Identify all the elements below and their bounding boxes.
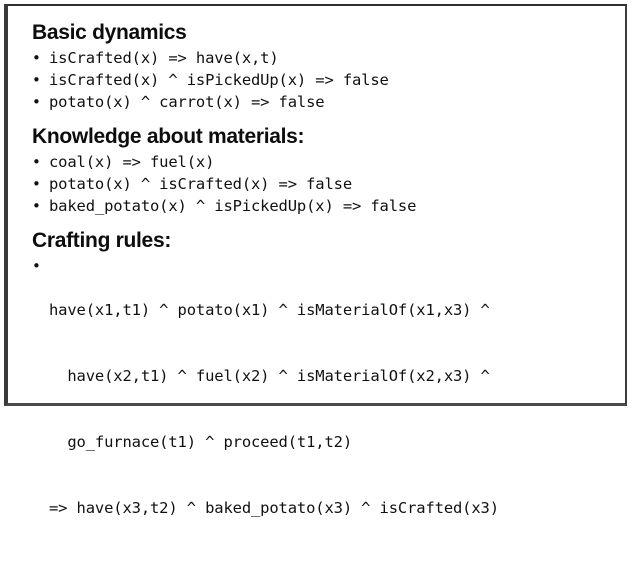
list-item: • potato(x) ^ isCrafted(x) => false <box>32 173 619 195</box>
rule-text: have(x1,t1) ^ potato(x1) ^ isMaterialOf(… <box>49 255 619 563</box>
rule-text: potato(x) ^ carrot(x) => false <box>49 93 325 111</box>
bullet-icon: • <box>32 257 41 275</box>
section-heading-knowledge-about-materials: Knowledge about materials: <box>32 125 305 148</box>
bullet-icon: • <box>32 197 41 215</box>
rule-line: go_furnace(t1) ^ proceed(t1,t2) <box>49 433 352 451</box>
bullet-list-knowledge-about-materials: • coal(x) => fuel(x) • potato(x) ^ isCra… <box>32 151 619 217</box>
list-item: • isCrafted(x) => have(x,t) <box>32 47 619 69</box>
section-knowledge-about-materials: Knowledge about materials: • coal(x) => … <box>32 124 619 217</box>
bullet-list-crafting-rules: • have(x1,t1) ^ potato(x1) ^ isMaterialO… <box>32 255 619 563</box>
section-crafting-rules: Crafting rules: • have(x1,t1) ^ potato(x… <box>32 228 619 563</box>
list-item: • potato(x) ^ carrot(x) => false <box>32 91 619 113</box>
section-heading-basic-dynamics: Basic dynamics <box>32 21 187 44</box>
rule-text: coal(x) => fuel(x) <box>49 153 215 171</box>
rule-line: have(x1,t1) ^ potato(x1) ^ isMaterialOf(… <box>49 301 490 319</box>
rule-line: have(x2,t1) ^ fuel(x2) ^ isMaterialOf(x2… <box>49 367 490 385</box>
rule-text: isCrafted(x) => have(x,t) <box>49 49 279 67</box>
slide-content: Basic dynamics • isCrafted(x) => have(x,… <box>32 20 619 568</box>
section-basic-dynamics: Basic dynamics • isCrafted(x) => have(x,… <box>32 20 619 113</box>
list-item: • coal(x) => fuel(x) <box>32 151 619 173</box>
rule-line: => have(x3,t2) ^ baked_potato(x3) ^ isCr… <box>49 499 499 517</box>
slide-frame: Basic dynamics • isCrafted(x) => have(x,… <box>4 4 627 517</box>
bullet-icon: • <box>32 71 41 89</box>
section-heading-crafting-rules: Crafting rules: <box>32 229 172 252</box>
rule-text: potato(x) ^ isCrafted(x) => false <box>49 175 352 193</box>
list-item: • isCrafted(x) ^ isPickedUp(x) => false <box>32 69 619 91</box>
rule-text: baked_potato(x) ^ isPickedUp(x) => false <box>49 197 417 215</box>
bullet-list-basic-dynamics: • isCrafted(x) => have(x,t) • isCrafted(… <box>32 47 619 113</box>
list-item: • have(x1,t1) ^ potato(x1) ^ isMaterialO… <box>32 255 619 563</box>
bullet-icon: • <box>32 49 41 67</box>
bullet-icon: • <box>32 175 41 193</box>
list-item: • baked_potato(x) ^ isPickedUp(x) => fal… <box>32 195 619 217</box>
bullet-icon: • <box>32 153 41 171</box>
bullet-icon: • <box>32 93 41 111</box>
rule-text: isCrafted(x) ^ isPickedUp(x) => false <box>49 71 389 89</box>
